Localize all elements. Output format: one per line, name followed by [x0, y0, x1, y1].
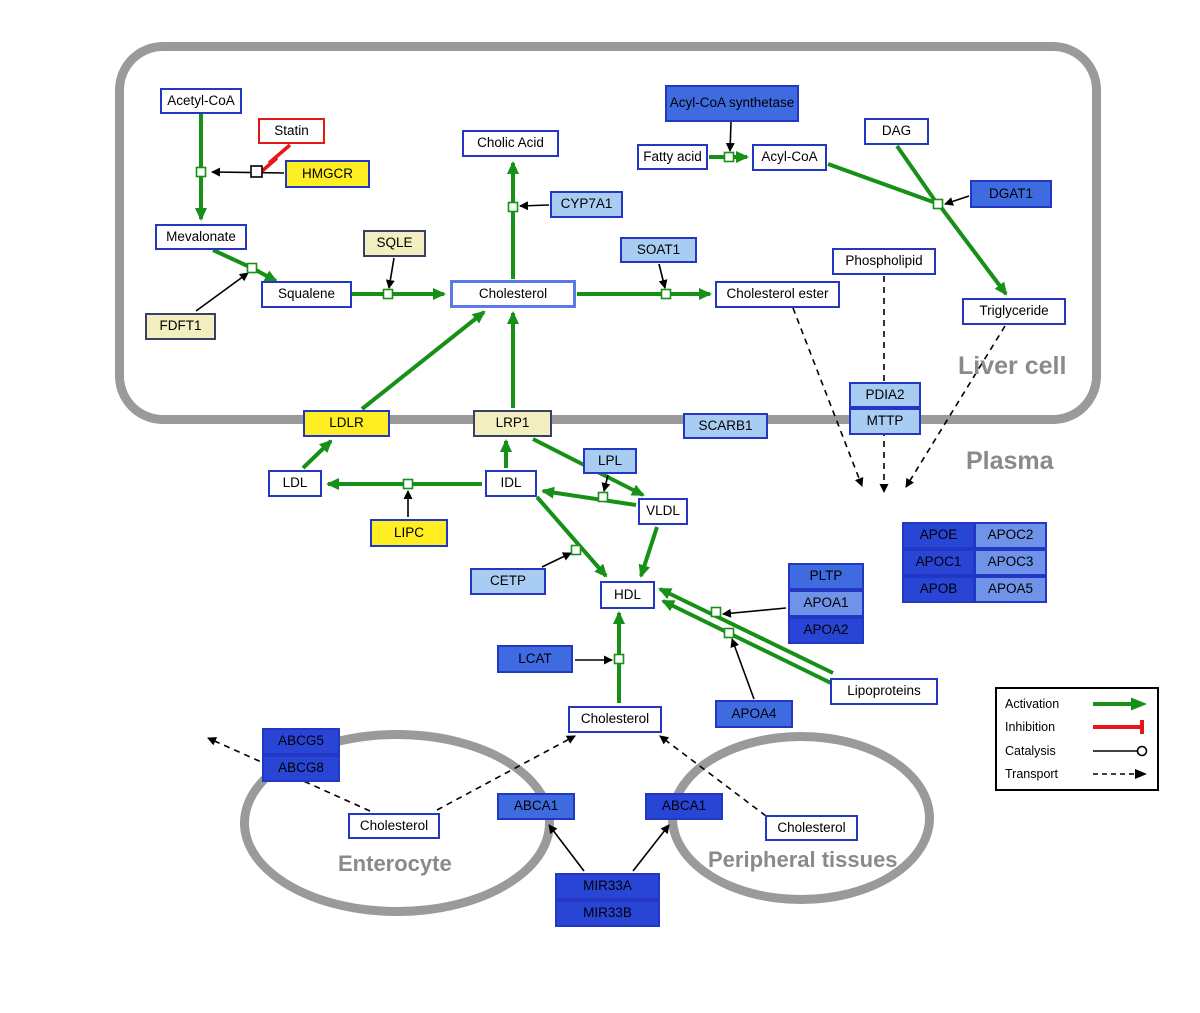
node-abcg8[interactable]: ABCG8 [262, 755, 340, 782]
node-hmgcr[interactable]: HMGCR [285, 160, 370, 188]
node-hdl[interactable]: HDL [600, 581, 655, 609]
node-fdft1[interactable]: FDFT1 [145, 313, 216, 340]
inhibition-tbar-icon [1093, 720, 1144, 735]
node-lipc[interactable]: LIPC [370, 519, 448, 547]
catalysis-circle-icon [1093, 745, 1148, 756]
node-ldlr[interactable]: LDLR [303, 410, 390, 437]
node-mir33b[interactable]: MIR33B [555, 900, 660, 927]
node-ldl[interactable]: LDL [268, 470, 322, 497]
catalysis-edges [195, 121, 970, 872]
node-abcg5[interactable]: ABCG5 [262, 728, 340, 755]
plasma-label: Plasma [966, 447, 1054, 475]
node-apoa5[interactable]: APOA5 [974, 576, 1047, 603]
node-pdia2[interactable]: PDIA2 [849, 382, 921, 408]
node-apoa2[interactable]: APOA2 [788, 617, 864, 644]
enterocyte-membrane [240, 730, 554, 916]
node-fatty-acid[interactable]: Fatty acid [637, 144, 708, 170]
node-lrp1[interactable]: LRP1 [473, 410, 552, 437]
legend-inhibition-row: Inhibition [1005, 717, 1149, 737]
node-lpl[interactable]: LPL [583, 448, 637, 474]
node-cholic-acid[interactable]: Cholic Acid [462, 130, 559, 157]
node-cholesterol-liver[interactable]: Cholesterol [450, 280, 576, 308]
enterocyte-label: Enterocyte [338, 851, 452, 876]
node-apoc2[interactable]: APOC2 [974, 522, 1047, 549]
node-apoc3[interactable]: APOC3 [974, 549, 1047, 576]
node-mttp[interactable]: MTTP [849, 408, 921, 435]
node-acyl-coa[interactable]: Acyl-CoA [752, 144, 827, 171]
node-vldl[interactable]: VLDL [638, 498, 688, 525]
node-squalene[interactable]: Squalene [261, 281, 352, 308]
peripheral-tissues-label: Peripheral tissues [708, 847, 898, 872]
node-apoa1[interactable]: APOA1 [788, 590, 864, 617]
reaction-nodes [195, 151, 944, 665]
node-soat1[interactable]: SOAT1 [620, 237, 697, 263]
node-cyp7a1[interactable]: CYP7A1 [550, 191, 623, 218]
node-cholesterol-enterocyte[interactable]: Cholesterol [348, 813, 440, 839]
node-triglyceride[interactable]: Triglyceride [962, 298, 1066, 325]
node-lcat[interactable]: LCAT [497, 645, 573, 673]
legend-catalysis-row: Catalysis [1005, 741, 1149, 761]
node-dag[interactable]: DAG [864, 118, 929, 145]
node-mevalonate[interactable]: Mevalonate [155, 224, 247, 250]
activation-arrow-icon [1093, 697, 1147, 711]
node-apoc1[interactable]: APOC1 [902, 549, 975, 576]
legend-activation-row: Activation [1005, 694, 1149, 714]
legend-activation-label: Activation [1005, 697, 1060, 711]
hmgcr-catalysis-node [250, 165, 263, 178]
node-abca1-enterocyte[interactable]: ABCA1 [497, 793, 575, 820]
node-dgat1[interactable]: DGAT1 [970, 180, 1052, 208]
node-idl[interactable]: IDL [485, 470, 537, 497]
legend-transport-row: Transport [1005, 764, 1149, 784]
transport-dashed-arrow-icon [1093, 768, 1147, 779]
node-cholesterol-ester[interactable]: Cholesterol ester [715, 281, 840, 308]
node-sqle[interactable]: SQLE [363, 230, 426, 257]
node-apoa4[interactable]: APOA4 [715, 700, 793, 728]
node-apoe[interactable]: APOE [902, 522, 975, 549]
node-apob[interactable]: APOB [902, 576, 975, 603]
liver-cell-membrane [115, 42, 1101, 424]
node-mir33a[interactable]: MIR33A [555, 873, 660, 900]
node-acyl-coa-synthetase[interactable]: Acyl-CoA synthetase [665, 85, 799, 122]
node-cholesterol-peripheral[interactable]: Cholesterol [765, 815, 858, 841]
legend-catalysis-label: Catalysis [1005, 743, 1056, 758]
node-cholesterol-plasma[interactable]: Cholesterol [568, 706, 662, 733]
legend-inhibition-label: Inhibition [1005, 720, 1056, 735]
node-statin[interactable]: Statin [258, 118, 325, 144]
node-lipoproteins[interactable]: Lipoproteins [830, 678, 938, 705]
legend-transport-label: Transport [1005, 766, 1059, 781]
node-scarb1[interactable]: SCARB1 [683, 413, 768, 439]
inhibition-edge [259, 143, 292, 174]
legend: Activation Inhibition Catalysis Transpor… [995, 687, 1159, 791]
liver-cell-label: Liver cell [958, 352, 1067, 380]
node-phospholipid[interactable]: Phospholipid [832, 248, 936, 275]
node-acetyl-coa[interactable]: Acetyl-CoA [160, 88, 242, 114]
node-abca1-peripheral[interactable]: ABCA1 [645, 793, 723, 820]
node-cetp[interactable]: CETP [470, 568, 546, 595]
node-pltp[interactable]: PLTP [788, 563, 864, 590]
